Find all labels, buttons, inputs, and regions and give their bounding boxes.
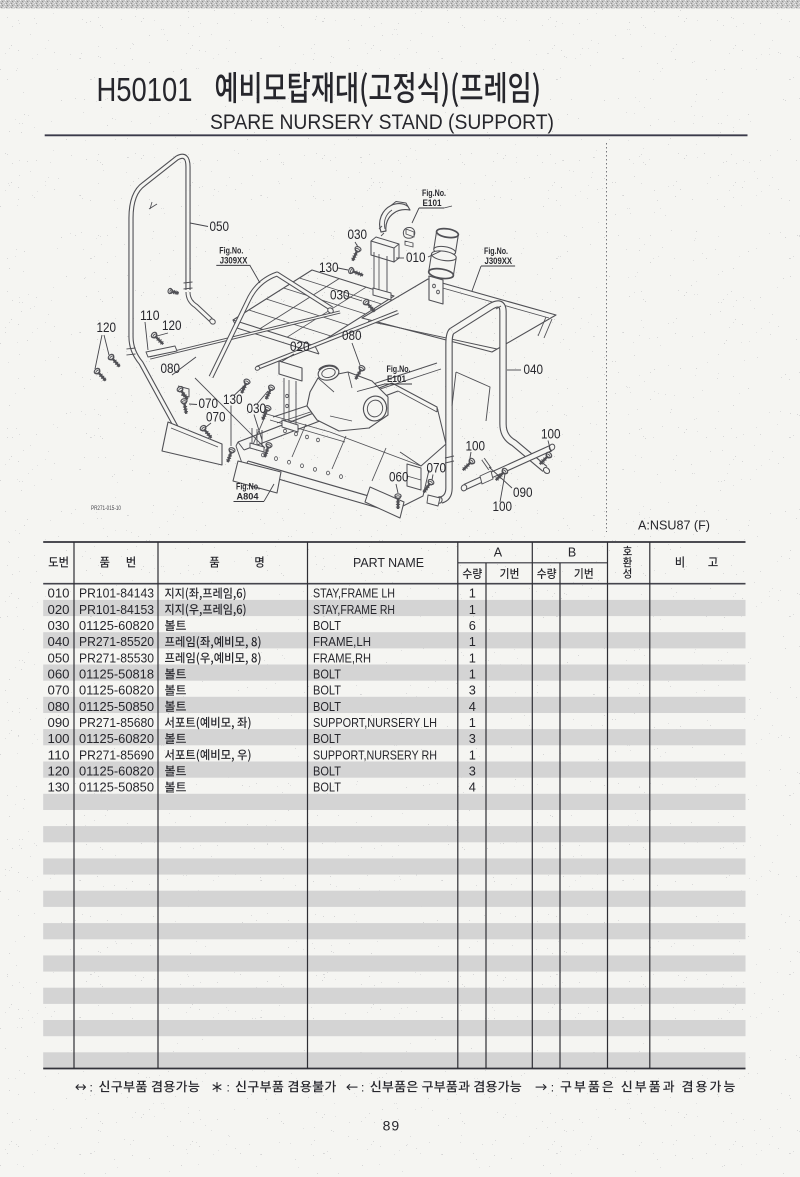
svg-text:1: 1 <box>469 667 476 682</box>
svg-text:4: 4 <box>469 699 476 714</box>
svg-text:020: 020 <box>290 338 310 354</box>
svg-text:010: 010 <box>406 249 426 265</box>
svg-text:070: 070 <box>427 460 447 476</box>
svg-text:H50101: H50101 <box>97 72 193 109</box>
svg-text:FRAME,LH: FRAME,LH <box>313 634 371 649</box>
svg-text:BOLT: BOLT <box>313 699 341 714</box>
svg-text:030: 030 <box>330 287 350 303</box>
svg-text:01125-50818: 01125-50818 <box>79 667 154 682</box>
svg-text:01125-50850: 01125-50850 <box>79 780 154 795</box>
svg-text:3: 3 <box>469 731 476 746</box>
svg-text:B: B <box>568 545 576 559</box>
svg-text:080: 080 <box>161 360 181 376</box>
svg-text:01125-50850: 01125-50850 <box>79 699 154 714</box>
svg-text:090: 090 <box>48 715 70 730</box>
svg-text:110: 110 <box>140 307 160 323</box>
svg-text:020: 020 <box>48 602 70 617</box>
svg-text:100: 100 <box>541 426 561 442</box>
svg-text:BOLT: BOLT <box>313 731 341 746</box>
svg-text:PR101-84143: PR101-84143 <box>79 586 154 601</box>
svg-text:4: 4 <box>469 780 476 795</box>
svg-text:040: 040 <box>48 634 70 649</box>
svg-text:070: 070 <box>206 409 226 425</box>
svg-text:J309XX: J309XX <box>220 256 248 267</box>
svg-text:STAY,FRAME LH: STAY,FRAME LH <box>313 586 395 601</box>
svg-text:PR101-84153: PR101-84153 <box>79 602 154 617</box>
svg-text:01125-60820: 01125-60820 <box>79 731 154 746</box>
svg-text:050: 050 <box>48 650 70 665</box>
svg-text:3: 3 <box>469 764 476 779</box>
svg-text:Fig.No.: Fig.No. <box>236 482 260 493</box>
svg-text:1: 1 <box>469 586 476 601</box>
svg-text:FRAME,RH: FRAME,RH <box>313 650 371 665</box>
svg-text:BOLT: BOLT <box>313 618 341 633</box>
svg-text:080: 080 <box>48 699 70 714</box>
svg-text::: : <box>227 1080 230 1094</box>
svg-text:070: 070 <box>48 683 70 698</box>
svg-text::: : <box>361 1080 364 1094</box>
svg-text:Fig.No.: Fig.No. <box>219 245 243 256</box>
svg-text:100: 100 <box>466 438 486 454</box>
svg-text:030: 030 <box>348 226 368 242</box>
svg-text:A:NSU87 (F): A:NSU87 (F) <box>638 518 710 533</box>
svg-text:110: 110 <box>48 747 70 762</box>
svg-text:SUPPORT,NURSERY RH: SUPPORT,NURSERY RH <box>313 747 437 762</box>
svg-text:PR271-015-10: PR271-015-10 <box>91 505 121 512</box>
svg-text:BOLT: BOLT <box>313 780 341 795</box>
svg-text::: : <box>90 1080 93 1094</box>
svg-text:PR271-85520: PR271-85520 <box>79 634 154 649</box>
svg-text:070: 070 <box>199 395 219 411</box>
svg-text:010: 010 <box>48 586 70 601</box>
svg-text:100: 100 <box>48 731 70 746</box>
svg-text:E101: E101 <box>387 374 407 385</box>
svg-text:J309XX: J309XX <box>485 256 513 267</box>
svg-text:030: 030 <box>247 400 267 416</box>
svg-text:E101: E101 <box>423 198 443 209</box>
svg-text:1: 1 <box>469 715 476 730</box>
svg-text:120: 120 <box>97 319 117 335</box>
svg-text:Fig.No.: Fig.No. <box>484 246 508 257</box>
svg-text:BOLT: BOLT <box>313 683 341 698</box>
svg-text:130: 130 <box>319 259 339 275</box>
svg-text:PART NAME: PART NAME <box>353 555 424 570</box>
svg-text:1: 1 <box>469 747 476 762</box>
svg-text:PR271-85530: PR271-85530 <box>79 650 154 665</box>
svg-text:89: 89 <box>383 1118 401 1134</box>
svg-text:030: 030 <box>48 618 70 633</box>
svg-text:A804: A804 <box>237 492 260 503</box>
svg-text:3: 3 <box>469 683 476 698</box>
svg-text:040: 040 <box>524 361 544 377</box>
svg-text:Fig.No.: Fig.No. <box>422 188 446 199</box>
svg-text:BOLT: BOLT <box>313 764 341 779</box>
svg-text:PR271-85680: PR271-85680 <box>79 715 154 730</box>
svg-text:120: 120 <box>162 317 182 333</box>
svg-text:090: 090 <box>513 484 533 500</box>
svg-text:060: 060 <box>389 469 409 485</box>
svg-text:6: 6 <box>469 618 476 633</box>
svg-text:01125-60820: 01125-60820 <box>79 683 154 698</box>
svg-text:120: 120 <box>48 764 70 779</box>
svg-text:100: 100 <box>493 498 513 514</box>
svg-text:STAY,FRAME RH: STAY,FRAME RH <box>313 602 395 617</box>
svg-text:SPARE NURSERY STAND (SUPPORT): SPARE NURSERY STAND (SUPPORT) <box>210 110 554 134</box>
svg-text:080: 080 <box>342 327 362 343</box>
svg-text:PR271-85690: PR271-85690 <box>79 747 154 762</box>
svg-text:060: 060 <box>48 667 70 682</box>
svg-text:050: 050 <box>210 218 230 234</box>
svg-text:A: A <box>494 545 503 559</box>
svg-text:BOLT: BOLT <box>313 667 341 682</box>
svg-text:130: 130 <box>223 391 243 407</box>
svg-text:1: 1 <box>469 650 476 665</box>
svg-text:01125-60820: 01125-60820 <box>79 764 154 779</box>
svg-text:130: 130 <box>48 780 70 795</box>
svg-text::: : <box>551 1080 554 1094</box>
svg-text:Fig.No.: Fig.No. <box>387 364 411 375</box>
svg-text:1: 1 <box>469 602 476 617</box>
svg-text:SUPPORT,NURSERY LH: SUPPORT,NURSERY LH <box>313 715 437 730</box>
svg-text:1: 1 <box>469 634 476 649</box>
svg-text:01125-60820: 01125-60820 <box>79 618 154 633</box>
